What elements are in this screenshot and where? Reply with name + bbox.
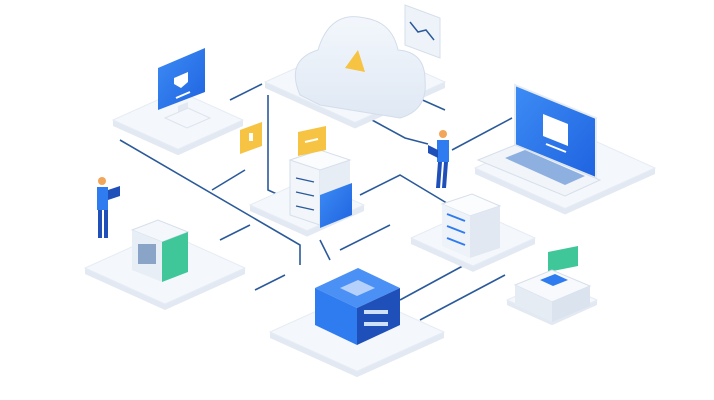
folder-icon (298, 126, 326, 156)
storage-server-icon (440, 193, 502, 258)
building-icon (130, 219, 190, 282)
main-server-icon (315, 268, 400, 345)
monitor-icon (158, 48, 212, 129)
person-icon (97, 177, 120, 238)
server-tower-icon (288, 149, 352, 228)
lock-icon (240, 122, 262, 154)
laptop-icon (476, 83, 602, 197)
chart-card-icon (404, 4, 441, 59)
printer-icon (513, 246, 592, 322)
cloud-icon (294, 16, 426, 119)
upload-icon (345, 50, 365, 72)
person-icon (428, 130, 449, 188)
